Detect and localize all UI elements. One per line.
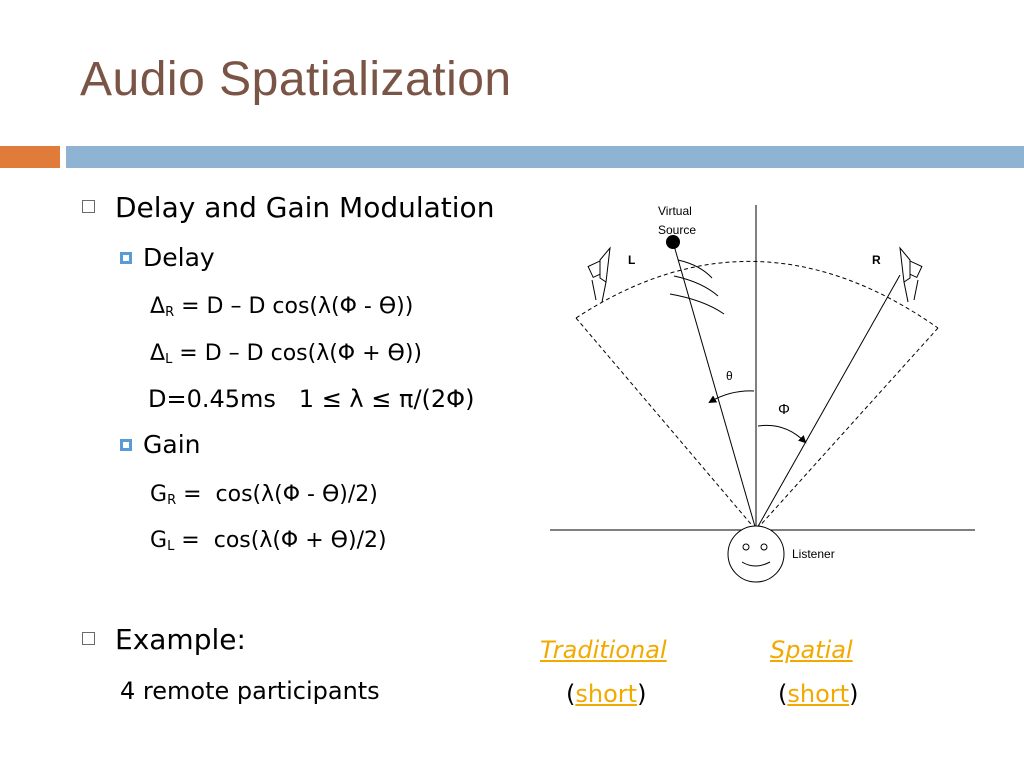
traditional-short-link[interactable]: short: [575, 680, 638, 708]
right-speaker-label: R: [872, 253, 881, 267]
source-line: [672, 241, 757, 531]
right-speaker-icon: [899, 246, 923, 303]
left-speaker-label: L: [628, 253, 635, 267]
bullet-text: Example:: [115, 623, 246, 656]
left-speaker-icon: [587, 246, 611, 303]
dashed-right-edge: [755, 327, 939, 531]
spatial-short-link[interactable]: short: [787, 680, 850, 708]
filled-square-bullet-icon: [120, 252, 132, 264]
spatialization-diagram: Virtual Source L R θ Φ Listener: [550, 204, 975, 583]
subbullet-text: Delay: [143, 243, 215, 272]
hollow-square-bullet-icon: [82, 200, 95, 213]
formula-g-l: GL = cos(λ(Φ + ϴ)/2): [150, 528, 387, 554]
listener-label: Listener: [792, 547, 835, 561]
virtual-source-dot: [666, 235, 680, 249]
theta-label: θ: [726, 369, 733, 383]
traditional-short-row: (short): [566, 680, 647, 708]
phi-arc: [757, 424, 807, 444]
listener-face-icon: [727, 525, 785, 583]
virtual-source-label-1: Virtual: [658, 204, 692, 218]
formula-g-r: GR = cos(λ(Φ - ϴ)/2): [150, 482, 378, 508]
bullet-example: Example:: [82, 624, 246, 656]
slide-title: Audio Spatialization: [80, 53, 512, 106]
formula-params: D=0.45ms 1 ≤ λ ≤ π/(2Φ): [148, 385, 475, 413]
sound-wave-2: [673, 275, 719, 297]
subbullet-text: Gain: [143, 430, 201, 459]
bullet-delay-gain: Delay and Gain Modulation: [82, 192, 494, 224]
traditional-link[interactable]: Traditional: [540, 636, 667, 664]
phi-label: Φ: [778, 401, 790, 418]
subbullet-gain: Gain: [120, 430, 200, 460]
spatial-link[interactable]: Spatial: [770, 636, 853, 664]
right-speaker-line: [755, 274, 901, 531]
virtual-source-label-2: Source: [658, 223, 696, 237]
hollow-square-bullet-icon: [82, 632, 95, 645]
accent-bar-blue: [66, 146, 1024, 168]
subbullet-delay: Delay: [120, 243, 215, 273]
spatial-short-row: (short): [778, 680, 859, 708]
formula-delta-l: ΔL = D – D cos(λ(Φ + ϴ)): [150, 341, 423, 367]
theta-arc: [708, 390, 755, 404]
filled-square-bullet-icon: [120, 439, 132, 451]
participants-text: 4 remote participants: [120, 677, 380, 705]
accent-bar-orange: [0, 146, 60, 168]
formula-delta-r: ΔR = D – D cos(λ(Φ - ϴ)): [150, 294, 414, 320]
dashed-arc: [575, 260, 939, 329]
sound-wave-3: [669, 293, 725, 315]
bullet-text: Delay and Gain Modulation: [115, 191, 495, 224]
sound-wave-1: [677, 259, 713, 279]
dashed-left-edge: [575, 317, 757, 531]
